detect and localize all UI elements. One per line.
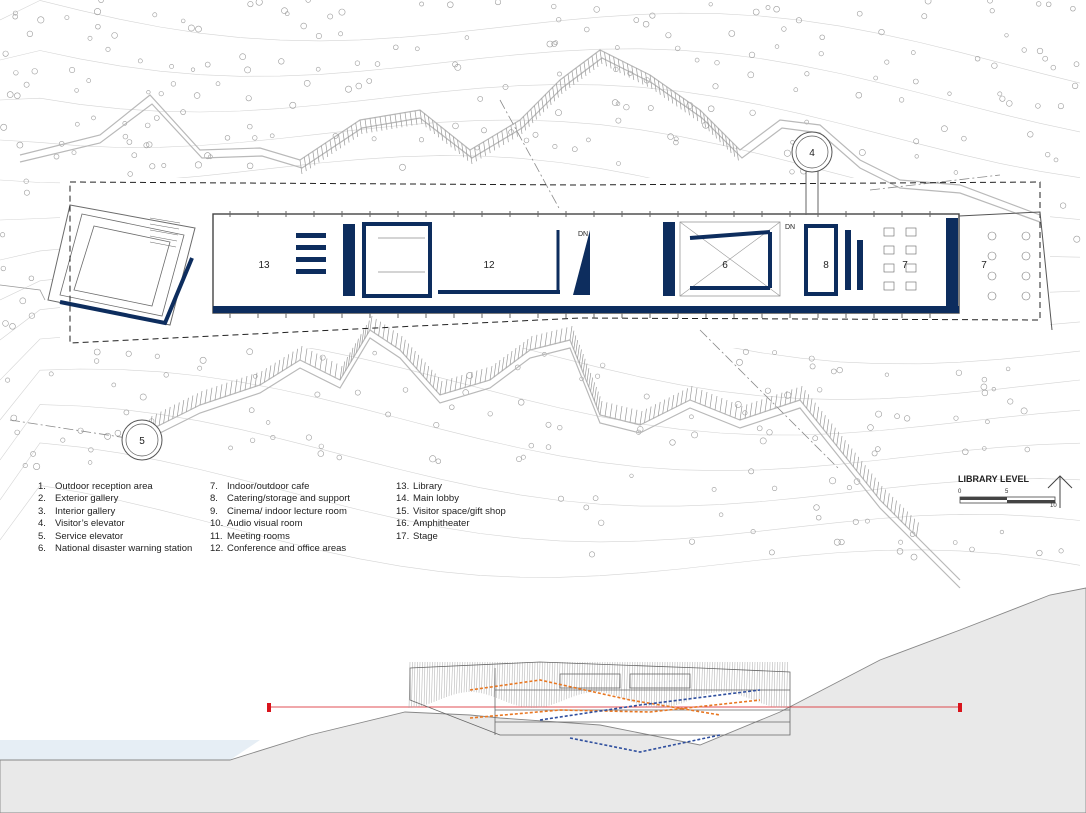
- elevator-4-label: 4: [809, 148, 815, 159]
- legend-item: 12.Conference and office areas: [210, 543, 350, 555]
- legend-item-label: Indoor/outdoor cafe: [227, 481, 310, 492]
- legend-item-number: 11.: [210, 530, 223, 542]
- legend-item-label: Meeting rooms: [227, 530, 290, 542]
- legend-item-label: Cinema/ indoor lecture room: [227, 505, 347, 517]
- legend-item-number: 3.: [38, 505, 46, 517]
- legend-item-label: Exterior gallery: [55, 493, 119, 505]
- legend-item-label: Amphitheater: [413, 518, 470, 530]
- legend-item: 7. Indoor/outdoor cafe: [210, 481, 350, 493]
- north-arrow-icon: [1047, 475, 1073, 508]
- legend-item: 1. Outdoor reception area: [38, 481, 192, 493]
- room-6-label: 6: [722, 260, 728, 271]
- room-13-label: 13: [258, 260, 270, 271]
- legend-item: 15.Visitor space/gift shop: [396, 506, 506, 518]
- legend-item-number: 2.: [38, 493, 46, 505]
- roof-canopy-outline: [69, 181, 1041, 344]
- legend-item-number: 14.: [396, 493, 410, 505]
- legend-column-1: 1. Outdoor reception area 2. Exterior galle…: [38, 481, 192, 555]
- elevator-5-label: 5: [139, 436, 145, 447]
- legend-item-label: Audio visual room: [227, 518, 303, 530]
- legend-item: 3. Interior gallery: [38, 506, 192, 518]
- stair-dn-label: DN: [578, 231, 588, 238]
- legend-item-number: 9.: [210, 505, 218, 517]
- legend-item-label: Conference and office areas: [227, 543, 347, 555]
- room-8-label: 8: [823, 260, 829, 271]
- legend-item-label: Catering/storage and support: [227, 493, 351, 505]
- legend-item-number: 5.: [38, 530, 46, 542]
- legend-column-2: 7. Indoor/outdoor cafe 8. Catering/storage …: [210, 481, 350, 555]
- survey-lines: [9, 99, 1001, 471]
- legend-item-number: 4.: [38, 518, 46, 530]
- legend-item-label: Visitor’s elevator: [55, 518, 125, 530]
- main-building-plan: [212, 211, 960, 318]
- level-title: LIBRARY LEVEL: [958, 474, 1030, 484]
- legend-item-label: Service elevator: [55, 530, 124, 542]
- upper-terrain-hatch: [299, 49, 739, 175]
- legend-item-label: Main lobby: [413, 493, 459, 505]
- legend-item: 9. Cinema/ indoor lecture room: [210, 506, 350, 518]
- legend-item-number: 16.: [396, 518, 410, 530]
- legend-item-number: 7.: [210, 481, 218, 492]
- stair-dn-label-2: DN: [785, 224, 795, 231]
- legend-item-label: Outdoor reception area: [55, 481, 153, 492]
- scale-tick-10: 10: [1050, 503, 1057, 509]
- visitors-elevator-4: [791, 131, 833, 215]
- outdoor-cafe-terrace: [958, 211, 1053, 331]
- legend-item-label: National disaster warning station: [55, 543, 193, 555]
- legend-item: 2. Exterior gallery: [38, 493, 192, 505]
- legend-item-number: 15.: [396, 505, 410, 517]
- legend-item: 14.Main lobby: [396, 493, 506, 505]
- scale-bar: [959, 496, 1056, 504]
- legend-item: 13.Library: [396, 481, 506, 493]
- legend-item-number: 17.: [396, 530, 410, 542]
- legend-item-number: 1.: [38, 481, 46, 492]
- legend-item: 11. Meeting rooms: [210, 531, 350, 543]
- legend-item: 8. Catering/storage and support: [210, 493, 350, 505]
- legend-item-number: 6.: [38, 543, 46, 555]
- service-elevator-5: [121, 419, 163, 461]
- legend-item: 5. Service elevator: [38, 531, 192, 543]
- room-12-label: 12: [483, 260, 495, 271]
- entrance-pavilion: [0, 204, 196, 326]
- legend-item-label: Stage: [413, 530, 438, 542]
- room-7-terrace-label: 7: [981, 260, 987, 271]
- lower-terrain-hatch: [149, 315, 919, 537]
- legend-item-number: 13.: [396, 481, 410, 492]
- legend-item: 16.Amphitheater: [396, 518, 506, 530]
- legend-item: 10.Audio visual room: [210, 518, 350, 530]
- scale-tick-0: 0: [958, 489, 962, 495]
- legend-item: 17.Stage: [396, 531, 506, 543]
- legend-item-number: 10.: [210, 518, 224, 530]
- legend-item-number: 12.: [210, 543, 224, 555]
- legend-item: 4. Visitor’s elevator: [38, 518, 192, 530]
- room-7-cafe-label: 7: [902, 260, 908, 271]
- scale-tick-5: 5: [1005, 489, 1009, 495]
- legend-item-label: Visitor space/gift shop: [413, 505, 506, 517]
- legend-item-label: Library: [413, 481, 443, 492]
- site-section: [0, 587, 1086, 813]
- legend-item-label: Interior gallery: [55, 505, 116, 517]
- legend-item: 6. National disaster warning station: [38, 543, 192, 555]
- legend-item-number: 8.: [210, 493, 218, 505]
